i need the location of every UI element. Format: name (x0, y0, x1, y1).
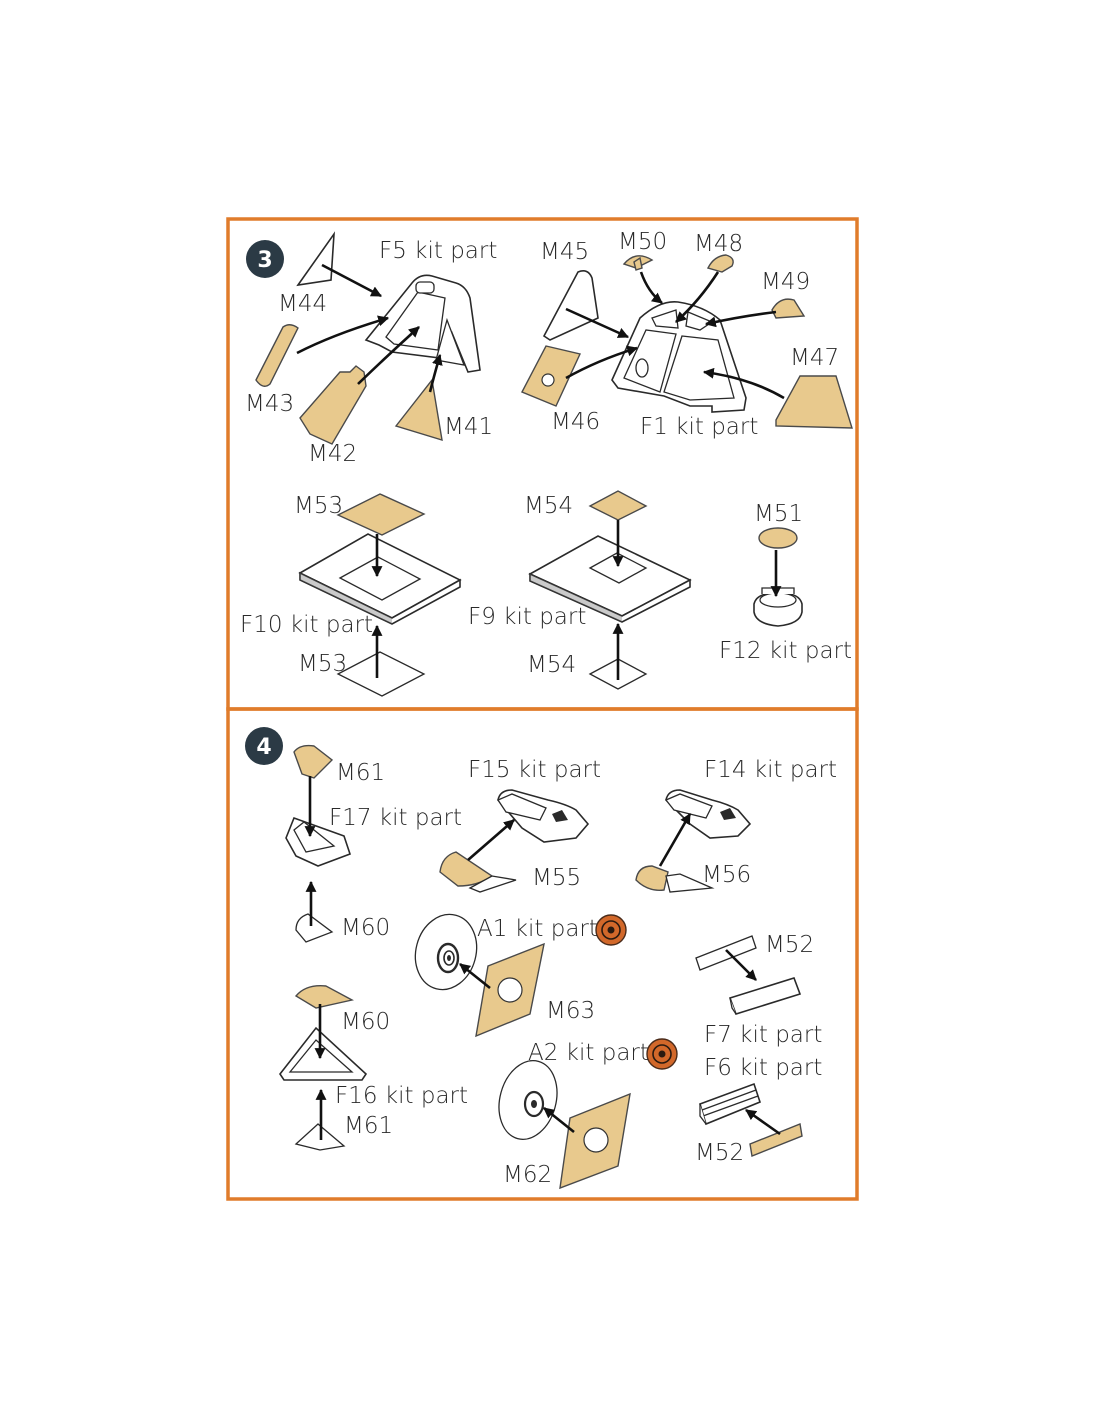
f10-kit-part (298, 533, 462, 625)
label-m54-bottom: M54 (527, 652, 576, 678)
m42-part (299, 365, 367, 445)
m43-part (255, 324, 299, 387)
svg-text:4: 4 (256, 735, 271, 760)
m53-top-part (336, 493, 426, 536)
label-f10: F10 kit part (240, 612, 373, 638)
m51-part (758, 527, 798, 549)
arrow-m48 (675, 271, 720, 323)
label-m42: M42 (308, 441, 357, 467)
label-a1: A1 kit part (477, 916, 598, 942)
m53-bottom-part (336, 651, 426, 697)
label-m52-top: M52 (765, 932, 814, 958)
label-f7: F7 kit part (704, 1022, 822, 1048)
arrow-m63 (459, 962, 491, 990)
m45-part (542, 270, 599, 341)
f1-kit-part (611, 301, 747, 413)
arrow-m49 (704, 310, 777, 328)
label-f1: F1 kit part (640, 414, 758, 440)
arrow-m47 (702, 367, 785, 400)
m63-part (475, 942, 545, 1038)
label-f15: F15 kit part (468, 757, 601, 783)
m50-part (622, 255, 654, 271)
label-f16: F16 kit part (335, 1083, 468, 1109)
m48-part (706, 254, 734, 273)
arrow-m62 (543, 1106, 575, 1134)
label-m47: M47 (790, 345, 839, 371)
a1-kit-part (414, 913, 478, 991)
m52-top-part (695, 935, 757, 971)
label-m61-bottom: M61 (344, 1113, 393, 1139)
label-f17: F17 kit part (329, 805, 462, 831)
label-m63: M63 (546, 998, 595, 1024)
label-m52-bottom: M52 (695, 1140, 744, 1166)
arrow-m56 (658, 813, 692, 867)
arrow-m46 (565, 345, 639, 380)
label-f9: F9 kit part (468, 604, 586, 630)
step-3-badge: 3 (246, 240, 284, 278)
label-f5: F5 kit part (379, 238, 497, 264)
arrow-m42 (357, 326, 420, 385)
f5-kit-part (364, 274, 481, 373)
arrow-m50 (639, 271, 663, 305)
label-m55: M55 (532, 865, 581, 891)
arrow-m44 (321, 263, 382, 298)
label-m54-top: M54 (524, 493, 573, 519)
f16-kit-part (279, 1026, 368, 1081)
m60-bottom-part (294, 985, 354, 1009)
step-3-panel: 3 F5 kit part M44 M43 M42 M41 (226, 217, 859, 711)
a2-kit-part (498, 1060, 558, 1140)
m47-part (775, 375, 853, 429)
label-m49: M49 (761, 269, 810, 295)
m52-bottom-part (749, 1123, 803, 1157)
m62-part (559, 1092, 631, 1190)
f14-kit-part (664, 789, 752, 839)
label-f6: F6 kit part (704, 1055, 822, 1081)
label-m44: M44 (278, 291, 327, 317)
arrow-m45 (565, 307, 629, 339)
f7-kit-part (728, 977, 802, 1015)
label-m61-top: M61 (336, 760, 385, 786)
f12-kit-part (753, 587, 803, 627)
m49-part (771, 298, 806, 319)
f6-kit-part (699, 1082, 761, 1126)
label-m53-top: M53 (294, 493, 343, 519)
m56-part (635, 865, 669, 891)
label-m56: M56 (702, 862, 751, 888)
label-m60-bottom: M60 (341, 1009, 390, 1035)
label-f14: F14 kit part (704, 757, 837, 783)
m61-top-part (293, 744, 334, 779)
paint-icon-a2 (646, 1038, 678, 1070)
f9-kit-part (528, 535, 692, 623)
label-m48: M48 (694, 231, 743, 257)
arrow-m43 (296, 315, 390, 355)
m44-part (296, 231, 335, 287)
label-m45: M45 (540, 239, 589, 265)
label-f12: F12 kit part (719, 638, 852, 664)
label-m60-top: M60 (341, 915, 390, 941)
m54-top-part (588, 490, 648, 521)
svg-text:3: 3 (257, 248, 272, 273)
f15-kit-part (497, 789, 590, 843)
m60-top-part (295, 913, 334, 943)
arrow-m55 (467, 819, 515, 861)
label-m50: M50 (618, 229, 667, 255)
label-m41: M41 (444, 414, 493, 440)
m41-part (394, 378, 443, 441)
label-m43: M43 (245, 391, 294, 417)
arrow-m52-top (725, 949, 757, 981)
label-m51: M51 (754, 501, 803, 527)
label-m53-bottom: M53 (298, 651, 347, 677)
label-m46: M46 (551, 409, 600, 435)
step-4-frame (226, 707, 859, 1201)
paint-icon (595, 914, 627, 946)
arrow-m52-bottom (745, 1108, 781, 1136)
m46-part (521, 345, 581, 407)
arrow-m41 (428, 353, 443, 393)
label-m62: M62 (503, 1162, 552, 1188)
step-4-panel: 4 M61 F17 kit part M60 F15 kit part M55 (226, 707, 859, 1201)
step-4-badge: 4 (245, 727, 283, 765)
label-a2: A2 kit part (528, 1040, 649, 1066)
